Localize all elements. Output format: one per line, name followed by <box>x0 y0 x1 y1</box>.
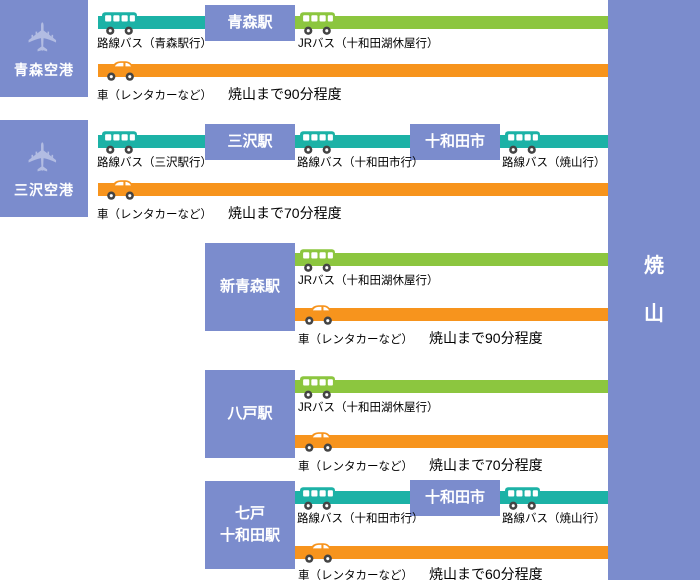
bus-icon <box>299 484 336 511</box>
origin-label: 青森空港 <box>14 62 74 78</box>
car-label-text: 車（レンタカーなど） <box>97 90 212 102</box>
bus-route-bar <box>295 253 608 266</box>
destination-label: 焼山 <box>644 255 664 325</box>
car-route-label: 車（レンタカーなど） 焼山まで60分程度 <box>298 564 543 580</box>
car-icon <box>299 301 336 328</box>
car-label-text: 車（レンタカーなど） <box>298 570 413 580</box>
car-time-text: 焼山まで70分程度 <box>429 457 543 473</box>
bus-route-label: JRバス（十和田湖休屋行） <box>298 275 439 287</box>
car-route-label: 車（レンタカーなど） 焼山まで70分程度 <box>298 455 543 475</box>
station-shin-aomori: 新青森駅 <box>205 243 295 331</box>
bus-route-label: JRバス（十和田湖休屋行） <box>298 38 439 50</box>
bus-icon <box>299 9 336 36</box>
airplane-icon: ✈ <box>21 20 66 54</box>
car-route-bar <box>98 183 608 196</box>
bus-icon <box>101 9 138 36</box>
car-time-text: 焼山まで90分程度 <box>228 86 342 102</box>
car-route-bar <box>295 546 608 559</box>
bus-route-bar <box>295 380 608 393</box>
bus-route-label: 路線バス（十和田市行） <box>297 157 424 169</box>
origin-aomori-airport: ✈ 青森空港 <box>0 0 88 97</box>
car-route-bar <box>98 64 608 77</box>
car-time-text: 焼山まで60分程度 <box>429 566 543 580</box>
station-hachinohe: 八戸駅 <box>205 370 295 458</box>
airplane-icon: ✈ <box>21 140 66 174</box>
bus-route-label: 路線バス（青森駅行） <box>97 38 212 50</box>
bus-icon <box>299 246 336 273</box>
bus-icon <box>299 373 336 400</box>
station-aomori: 青森駅 <box>205 5 295 41</box>
car-icon <box>101 176 138 203</box>
bus-route-label: 路線バス（十和田市行） <box>297 513 424 525</box>
bus-route-label: 路線バス（三沢駅行） <box>97 157 212 169</box>
station-shichinohe-towada: 七戸 十和田駅 <box>205 481 295 569</box>
bus-icon <box>504 484 541 511</box>
car-time-text: 焼山まで90分程度 <box>429 330 543 346</box>
car-icon <box>299 428 336 455</box>
car-time-text: 焼山まで70分程度 <box>228 205 342 221</box>
car-route-label: 車（レンタカーなど） 焼山まで70分程度 <box>97 203 342 223</box>
origin-misawa-airport: ✈ 三沢空港 <box>0 120 88 217</box>
car-route-bar <box>295 435 608 448</box>
bus-route-bar <box>295 16 608 29</box>
car-icon <box>299 539 336 566</box>
bus-route-label: 路線バス（焼山行） <box>502 157 606 169</box>
station-towada-city: 十和田市 <box>410 124 500 160</box>
bus-icon <box>299 128 336 155</box>
bus-route-label: 路線バス（焼山行） <box>502 513 606 525</box>
origin-label: 三沢空港 <box>14 182 74 198</box>
car-label-text: 車（レンタカーなど） <box>298 334 413 346</box>
station-towada-city: 十和田市 <box>410 480 500 516</box>
car-route-label: 車（レンタカーなど） 焼山まで90分程度 <box>298 328 543 348</box>
car-icon <box>101 57 138 84</box>
car-label-text: 車（レンタカーなど） <box>298 461 413 473</box>
bus-route-label: JRバス（十和田湖休屋行） <box>298 402 439 414</box>
car-route-label: 車（レンタカーなど） 焼山まで90分程度 <box>97 84 342 104</box>
car-label-text: 車（レンタカーなど） <box>97 209 212 221</box>
bus-icon <box>101 128 138 155</box>
station-misawa: 三沢駅 <box>205 124 295 160</box>
bus-icon <box>504 128 541 155</box>
destination-yakeyama: 焼山 <box>608 0 700 580</box>
car-route-bar <box>295 308 608 321</box>
